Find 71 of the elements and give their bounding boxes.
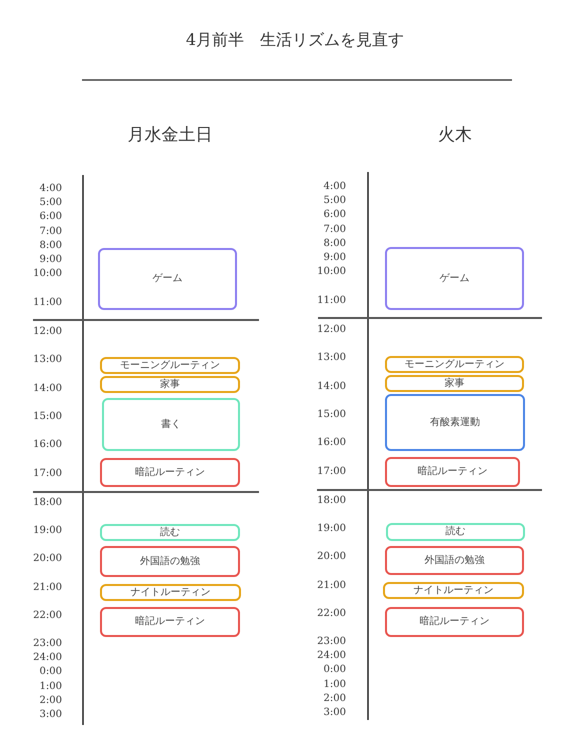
activity-block: 外国語の勉強: [100, 546, 240, 577]
time-label: 24:00: [317, 648, 346, 662]
time-label: 9:00: [324, 250, 346, 264]
activity-block: ナイトルーティン: [383, 582, 524, 599]
activity-block: 読む: [386, 523, 525, 541]
time-label: 22:00: [317, 606, 346, 620]
time-label: 10:00: [33, 266, 62, 280]
time-label: 19:00: [33, 524, 62, 536]
page-title: 4月前半 生活リズムを見直す: [186, 30, 404, 50]
time-label: 1:00: [324, 678, 346, 690]
time-label: 22:00: [33, 608, 62, 622]
time-label: 10:00: [317, 264, 346, 278]
time-label: 4:00: [40, 182, 62, 194]
time-label: 8:00: [40, 238, 62, 252]
time-label: 7:00: [40, 224, 62, 238]
time-label: 3:00: [324, 706, 346, 718]
activity-block: ナイトルーティン: [100, 584, 241, 601]
column-heading: 月水金土日: [128, 124, 212, 146]
time-label: 9:00: [40, 252, 62, 266]
time-label: 4:00: [324, 180, 346, 192]
activity-block: 家事: [100, 376, 240, 393]
time-label: 17:00: [317, 464, 346, 478]
activity-block: 暗記ルーティン: [100, 607, 240, 637]
time-label: 12:00: [33, 324, 62, 338]
time-label: 18:00: [317, 494, 346, 506]
time-label: 2:00: [324, 692, 346, 704]
time-label: 3:00: [40, 708, 62, 720]
time-label: 14:00: [33, 382, 62, 394]
activity-block: 書く: [102, 398, 240, 451]
time-label: 17:00: [33, 466, 62, 480]
time-label: 1:00: [40, 680, 62, 692]
time-label: 23:00: [33, 636, 62, 650]
time-label: 13:00: [33, 352, 62, 366]
activity-block: 暗記ルーティン: [385, 457, 520, 487]
time-label: 11:00: [33, 296, 62, 308]
time-label: 21:00: [317, 578, 346, 592]
activity-block: 外国語の勉強: [385, 546, 524, 575]
activity-block: 暗記ルーティン: [385, 607, 524, 637]
column-heading: 火木: [438, 124, 472, 146]
time-label: 16:00: [317, 436, 346, 448]
time-label: 2:00: [40, 694, 62, 706]
time-label: 0:00: [324, 662, 346, 676]
time-label: 19:00: [317, 522, 346, 534]
time-label: 6:00: [324, 208, 346, 220]
time-label: 24:00: [33, 650, 62, 664]
activity-block: 家事: [385, 375, 524, 392]
time-label: 18:00: [33, 496, 62, 508]
activity-block: 暗記ルーティン: [100, 458, 240, 487]
time-label: 6:00: [40, 210, 62, 222]
time-label: 20:00: [33, 552, 62, 564]
activity-block: モーニングルーティン: [100, 357, 240, 374]
activity-block: ゲーム: [385, 247, 524, 310]
time-label: 15:00: [317, 408, 346, 420]
activity-block: 有酸素運動: [385, 394, 525, 451]
activity-block: ゲーム: [98, 248, 237, 310]
time-label: 12:00: [317, 322, 346, 336]
time-label: 14:00: [317, 380, 346, 392]
activity-block: モーニングルーティン: [385, 356, 524, 373]
activity-block: 読む: [100, 524, 240, 541]
time-label: 21:00: [33, 580, 62, 594]
time-label: 16:00: [33, 438, 62, 450]
time-label: 7:00: [324, 222, 346, 236]
time-label: 23:00: [317, 634, 346, 648]
time-label: 0:00: [40, 664, 62, 678]
time-label: 13:00: [317, 350, 346, 364]
time-label: 11:00: [317, 294, 346, 306]
time-label: 15:00: [33, 410, 62, 422]
time-label: 5:00: [40, 196, 62, 208]
time-label: 8:00: [324, 236, 346, 250]
time-label: 20:00: [317, 550, 346, 562]
time-label: 5:00: [324, 194, 346, 206]
